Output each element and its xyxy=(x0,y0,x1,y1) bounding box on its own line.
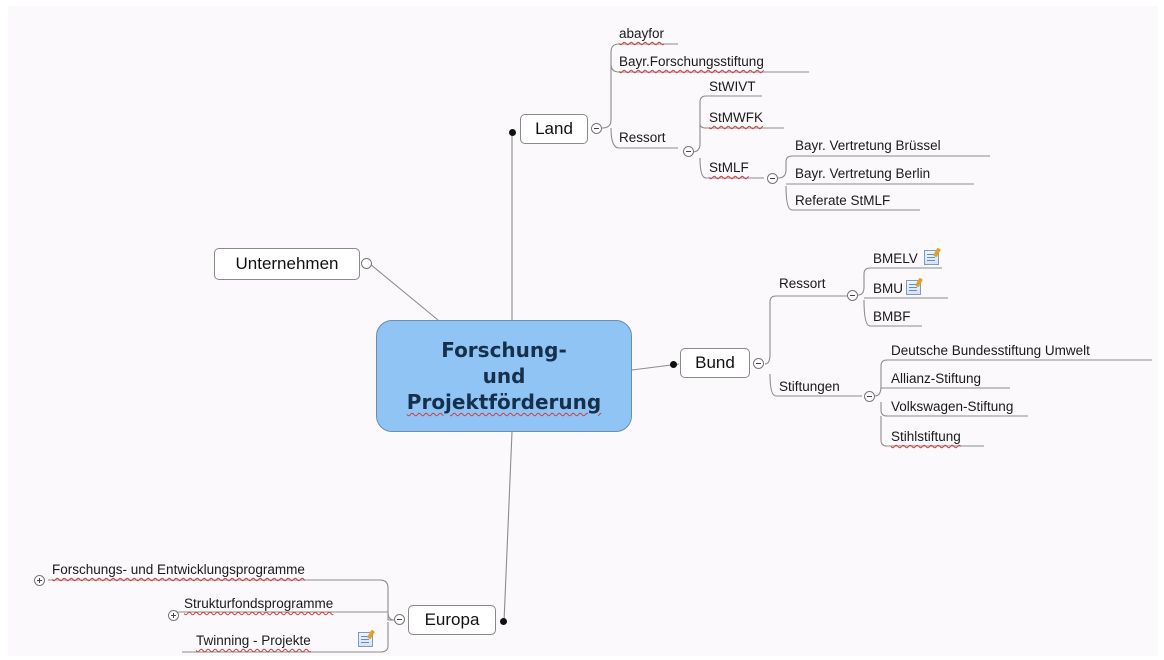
topic-unternehmen[interactable]: Unternehmen xyxy=(214,248,360,280)
topic-vertretung-bruessel[interactable]: Bayr. Vertretung Brüssel xyxy=(795,138,941,153)
anchor-dot-icon xyxy=(509,129,516,136)
collapse-toggle-icon[interactable] xyxy=(394,614,405,625)
connector-bund-ressort xyxy=(857,267,948,327)
connector-stiftungen xyxy=(874,359,1152,447)
topic-stihlstiftung[interactable]: Stihlstiftung xyxy=(891,429,961,444)
anchor-dot-icon xyxy=(500,618,507,625)
topic-europa-label: Europa xyxy=(424,610,480,629)
central-topic[interactable]: Forschung- und Projektförderung xyxy=(376,320,632,432)
expand-toggle-icon[interactable] xyxy=(361,258,372,269)
topic-allianz-stiftung[interactable]: Allianz-Stiftung xyxy=(891,371,982,386)
topic-abayfor[interactable]: abayfor xyxy=(619,26,665,41)
connector-unternehmen xyxy=(369,263,439,321)
topic-land-ressort[interactable]: Ressort xyxy=(619,130,666,145)
topic-europa[interactable]: Europa xyxy=(408,605,496,635)
connector-europa xyxy=(503,431,513,623)
note-icon[interactable] xyxy=(906,280,921,295)
topic-volkswagen-stiftung[interactable]: Volkswagen-Stiftung xyxy=(891,399,1014,414)
central-topic-line3: Projektförderung xyxy=(406,390,602,414)
note-icon[interactable] xyxy=(358,632,373,647)
expand-toggle-icon[interactable] xyxy=(168,610,179,621)
collapse-toggle-icon[interactable] xyxy=(753,358,764,369)
topic-land[interactable]: Land xyxy=(520,114,588,144)
connector-europa-children xyxy=(48,579,395,653)
topic-bmelv[interactable]: BMELV xyxy=(873,251,918,266)
topic-bmu[interactable]: BMU xyxy=(873,281,903,296)
anchor-dot-icon xyxy=(670,361,677,368)
connector-land-ressort xyxy=(691,95,784,179)
central-topic-line2: und xyxy=(482,364,526,388)
topic-land-label: Land xyxy=(535,119,573,138)
connector-stmlf xyxy=(777,155,990,211)
topic-bund-label: Bund xyxy=(695,353,735,372)
topic-stmlf[interactable]: StMLF xyxy=(709,160,749,175)
topic-unternehmen-label: Unternehmen xyxy=(235,254,339,273)
collapse-toggle-icon[interactable] xyxy=(767,173,778,184)
topic-bund[interactable]: Bund xyxy=(680,348,750,378)
topic-bmbf[interactable]: BMBF xyxy=(873,309,911,324)
topic-deutsche-bundesstiftung[interactable]: Deutsche Bundesstiftung Umwelt xyxy=(891,343,1090,358)
topic-forschungs-entwicklungsprogramme[interactable]: Forschungs- und Entwicklungsprogramme xyxy=(52,562,305,577)
note-icon[interactable] xyxy=(924,250,939,265)
topic-bayr-forschungsstiftung[interactable]: Bayr.Forschungsstiftung xyxy=(619,54,764,69)
topic-stmwfk[interactable]: StMWFK xyxy=(709,110,763,125)
topic-vertretung-berlin[interactable]: Bayr. Vertretung Berlin xyxy=(795,166,931,181)
topic-referate-stmlf[interactable]: Referate StMLF xyxy=(795,193,891,208)
connector-bund-children xyxy=(764,295,862,397)
connector-land-children xyxy=(601,43,809,149)
collapse-toggle-icon[interactable] xyxy=(847,290,858,301)
expand-toggle-icon[interactable] xyxy=(34,575,45,586)
topic-stwivt[interactable]: StWIVT xyxy=(709,79,756,94)
topic-twinning-projekte[interactable]: Twinning - Projekte xyxy=(196,633,311,648)
collapse-toggle-icon[interactable] xyxy=(864,391,875,402)
collapse-toggle-icon[interactable] xyxy=(683,146,694,157)
topic-strukturfondsprogramme[interactable]: Strukturfondsprogramme xyxy=(184,596,334,611)
topic-bund-ressort[interactable]: Ressort xyxy=(779,276,826,291)
topic-stiftungen[interactable]: Stiftungen xyxy=(779,379,840,394)
central-topic-line1: Forschung- xyxy=(441,338,567,362)
collapse-toggle-icon[interactable] xyxy=(591,123,602,134)
